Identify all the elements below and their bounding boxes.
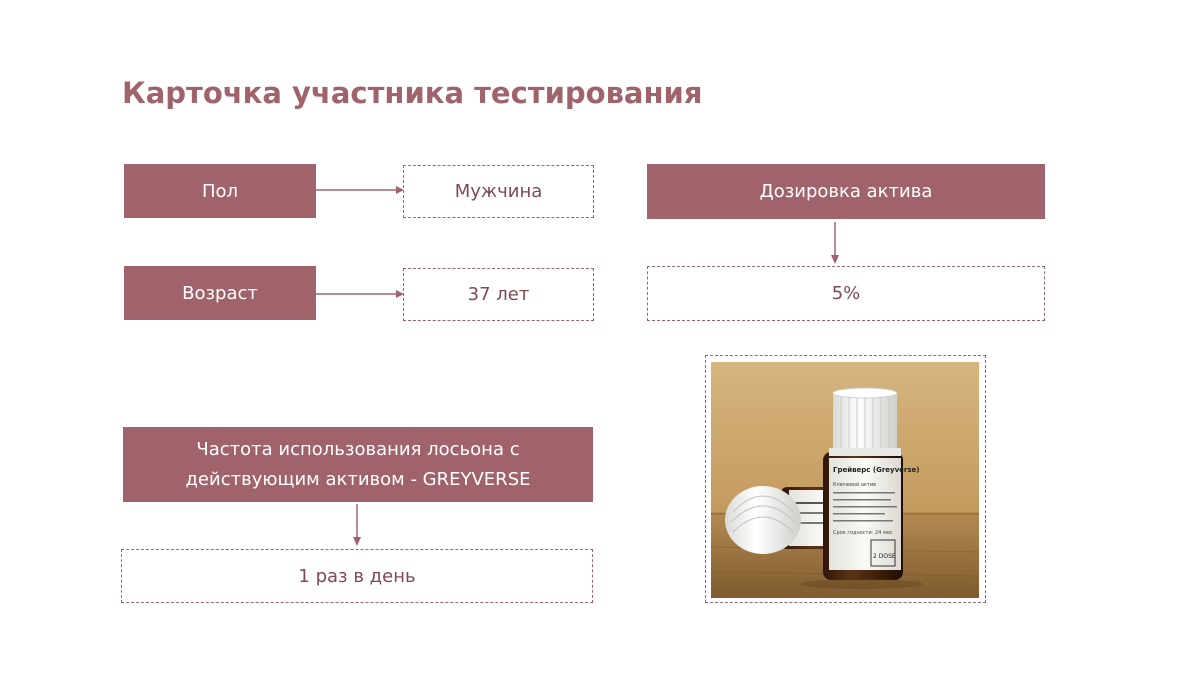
dosage-value: 5% (831, 283, 861, 304)
bottle-label-line4: 2 DOSE (873, 553, 896, 560)
age-value: 37 лет (467, 284, 530, 305)
frequency-label-line2: действующим активом - GREYVERSE (185, 468, 531, 490)
frequency-value-box: 1 раз в день (121, 549, 593, 603)
dosage-label-box: Дозировка актива (647, 164, 1045, 219)
gender-value: Мужчина (454, 181, 543, 202)
dosage-arrow (831, 222, 839, 264)
age-label: Возраст (182, 282, 258, 304)
dosage-label: Дозировка актива (759, 181, 933, 202)
frequency-value: 1 раз в день (298, 565, 416, 587)
bottle-label-line3: Срок годности: 24 мес (833, 530, 893, 536)
bottle-front: Грейверс (Greyverse) Ключевой актив Срок… (823, 387, 919, 580)
product-bottles-illustration: Грейверс (Greyverse) Ключевой актив Срок… (711, 362, 979, 598)
age-label-box: Возраст (124, 266, 316, 320)
gender-label: Пол (201, 180, 239, 202)
product-photo: Грейверс (Greyverse) Ключевой актив Срок… (711, 362, 979, 598)
dosage-value-box: 5% (647, 266, 1045, 321)
gender-label-box: Пол (124, 164, 316, 218)
page-title: Карточка участника тестирования (122, 76, 703, 110)
bottle-label-line2: Ключевой актив (833, 481, 876, 488)
frequency-label-line1: Частота использования лосьона с (196, 438, 520, 460)
photo-frame (705, 355, 986, 603)
gender-value-box: Мужчина (403, 165, 594, 218)
age-value-box: 37 лет (403, 268, 594, 321)
bottle-label-name: Грейверс (Greyverse) (833, 466, 919, 474)
frequency-arrow (353, 504, 361, 546)
age-arrow (316, 290, 404, 298)
frequency-label-box: Частота использования лосьона с действую… (123, 427, 593, 502)
gender-arrow (316, 186, 404, 194)
